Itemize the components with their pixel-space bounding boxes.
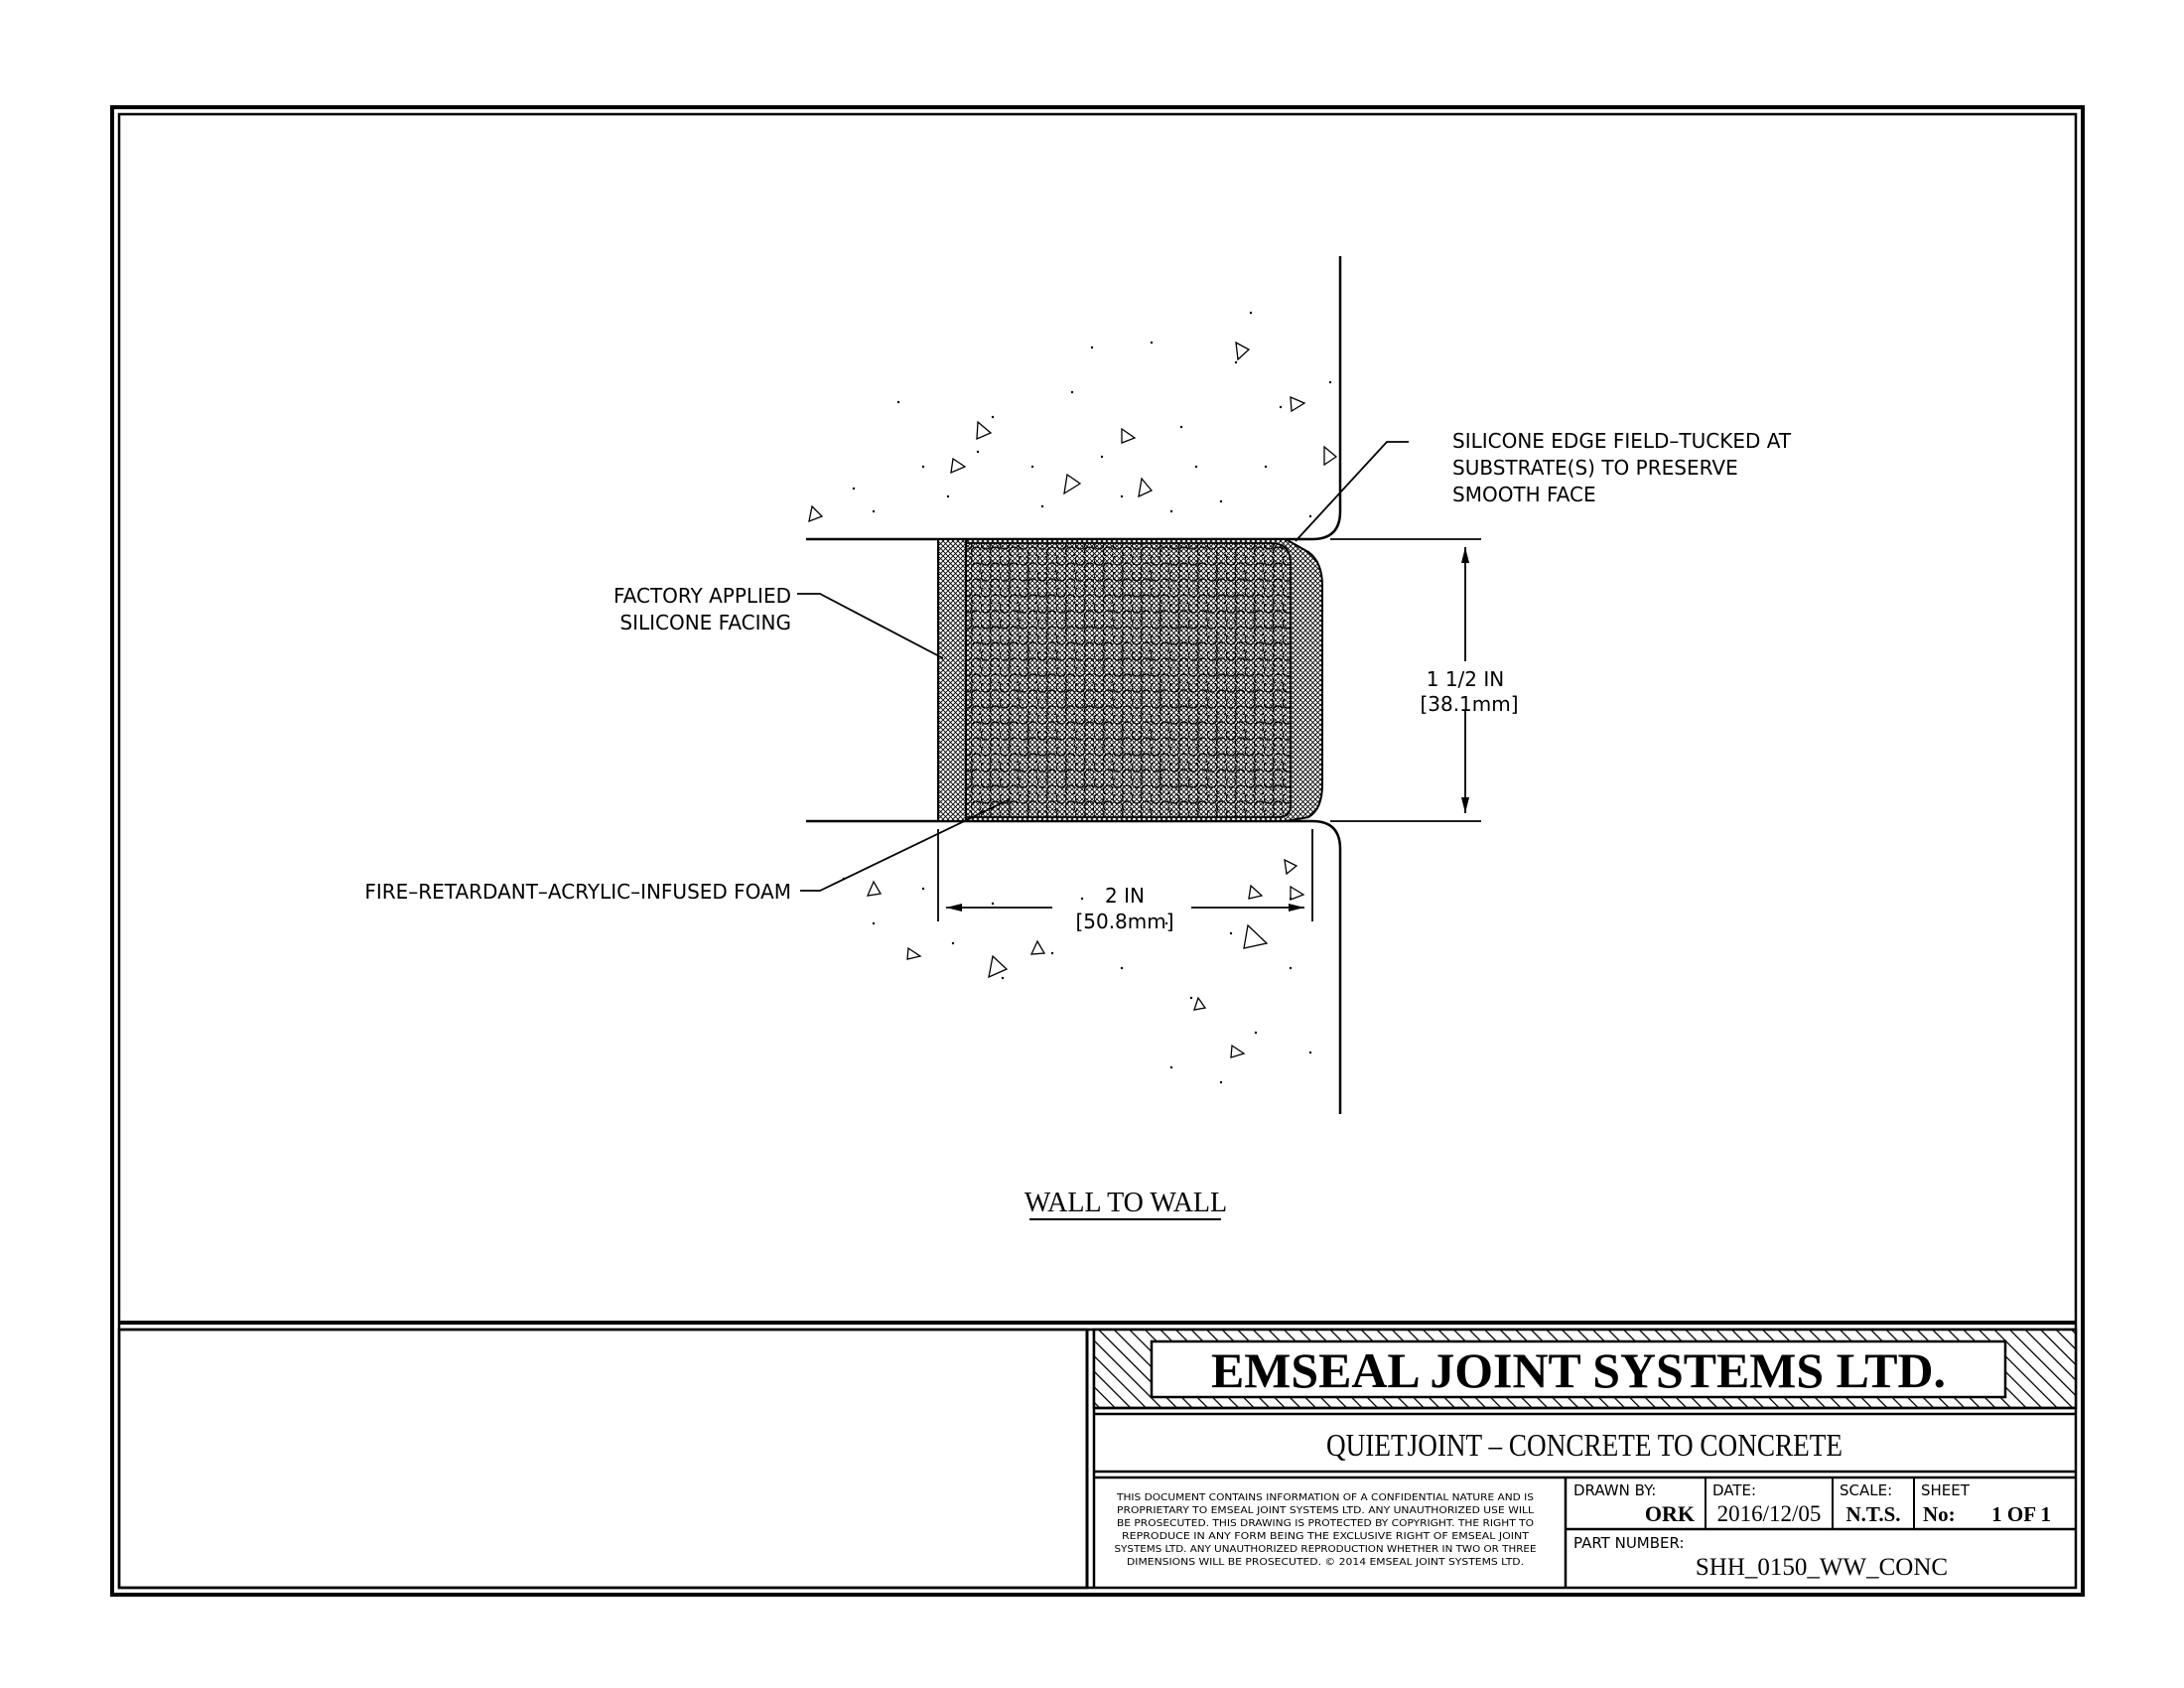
company-banner-box xyxy=(1150,1339,2007,1399)
confidentiality-line-3: BE PROSECUTED. THIS DRAWING IS PROTECTED… xyxy=(1117,1518,1534,1529)
substrate-edges xyxy=(806,256,1342,1114)
scale-value: N.T.S. xyxy=(1845,1502,1900,1526)
sheet-border-inner xyxy=(117,112,2078,1590)
height-dimension-label-in: 1 1/2 IN xyxy=(1427,667,1505,691)
width-dimension-label-mm: [50.8mm] xyxy=(1075,910,1173,933)
date-value: 2016/12/05 xyxy=(1717,1501,1822,1526)
width-dimension-label-in: 2 IN xyxy=(1105,884,1145,908)
notes-box xyxy=(117,1328,1089,1590)
drawn-by-label: DRAWN BY: xyxy=(1573,1481,1656,1499)
sheet-value: 1 OF 1 xyxy=(1991,1502,2051,1526)
sheet-no-label: No: xyxy=(1923,1502,1956,1526)
confidentiality-notice: THIS DOCUMENT CONTAINS INFORMATION OF A … xyxy=(1115,1492,1537,1568)
confidentiality-line-1: THIS DOCUMENT CONTAINS INFORMATION OF A … xyxy=(1116,1492,1534,1503)
title-block: EMSEAL JOINT SYSTEMS LTD. QUIETJOINT – C… xyxy=(1092,1328,2078,1588)
label-foam: FIRE–RETARDANT–ACRYLIC–INFUSED FOAM xyxy=(364,880,791,904)
acrylic-infused-foam xyxy=(965,542,1292,818)
drawing-title: QUIETJOINT – CONCRETE TO CONCRETE xyxy=(1326,1427,1843,1463)
part-number-label: PART NUMBER: xyxy=(1573,1534,1685,1552)
label-silicone-edge-line-2: SUBSTRATE(S) TO PRESERVE xyxy=(1452,456,1738,480)
confidentiality-line-6: DIMENSIONS WILL BE PROSECUTED. © 2014 EM… xyxy=(1127,1557,1524,1568)
label-silicone-edge-line-3: SMOOTH FACE xyxy=(1452,483,1596,506)
factory-applied-silicone-facing xyxy=(937,538,967,822)
drawn-by-value: ORK xyxy=(1645,1501,1695,1526)
label-factory-facing-line-2: SILICONE FACING xyxy=(619,611,791,634)
label-silicone-edge-line-1: SILICONE EDGE FIELD–TUCKED AT xyxy=(1452,429,1792,453)
date-label: DATE: xyxy=(1712,1481,1756,1499)
label-factory-facing-line-1: FACTORY APPLIED xyxy=(614,584,791,608)
company-name: EMSEAL JOINT SYSTEMS LTD. xyxy=(1211,1342,1946,1398)
view-title: WALL TO WALL xyxy=(1024,1188,1227,1218)
height-dimension xyxy=(1330,538,1481,822)
part-number-value: SHH_0150_WW_CONC xyxy=(1696,1554,1948,1581)
concrete-aggregate-triangles xyxy=(808,341,1338,1058)
confidentiality-line-2: PROPRIETARY TO EMSEAL JOINT SYSTEMS LTD.… xyxy=(1117,1505,1534,1516)
confidentiality-line-5: SYSTEMS LTD. ANY UNAUTHORIZED REPRODUCTI… xyxy=(1115,1544,1537,1555)
sheet-label: SHEET xyxy=(1921,1481,1971,1499)
sheet-border-outer xyxy=(110,105,2085,1597)
scale-label: SCALE: xyxy=(1840,1481,1892,1499)
leader-lines xyxy=(797,441,1409,892)
height-dimension-label-mm: [38.1mm] xyxy=(1420,692,1518,716)
width-dimension xyxy=(937,829,1313,921)
joint-detail: SILICONE EDGE FIELD–TUCKED AT SUBSTRATE(… xyxy=(364,256,1792,1220)
confidentiality-line-4: REPRODUCE IN ANY FORM BEING THE EXCLUSIV… xyxy=(1122,1531,1530,1542)
